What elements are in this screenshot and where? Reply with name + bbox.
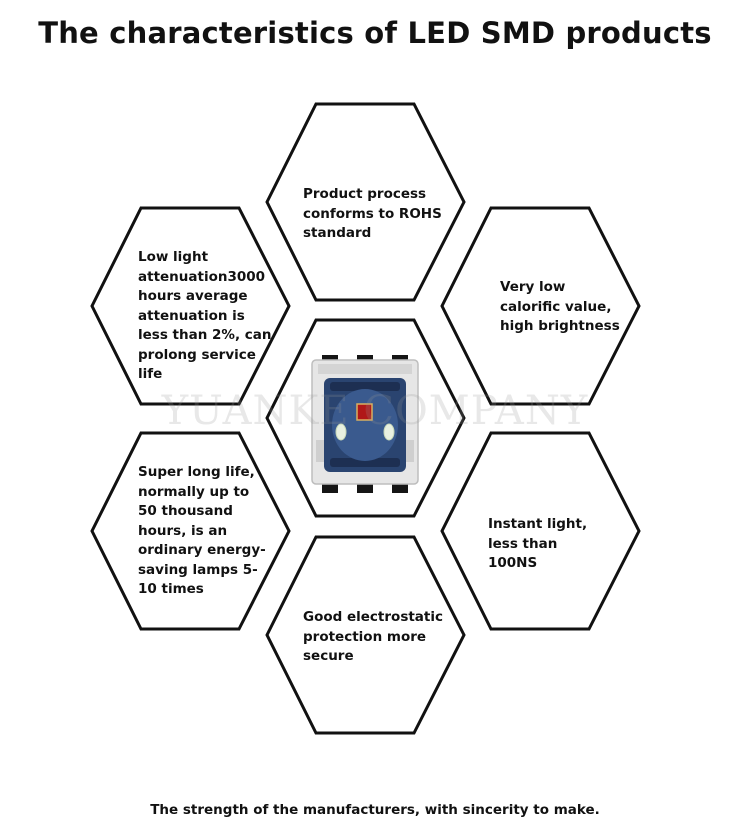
feature-upper-left-text: Low light attenuation3000 hours average …: [138, 249, 272, 382]
footer-slogan: The strength of the manufacturers, with …: [150, 802, 600, 818]
hex-lower-right: [440, 431, 641, 631]
hex-lower-left: [90, 431, 291, 631]
led-chip-image: [311, 355, 419, 493]
feature-upper-right-text: Very low calorific value, high brightnes…: [500, 279, 620, 334]
hex-top: [265, 102, 466, 302]
hex-bottom: [265, 535, 466, 735]
feature-lower-left-text: Super long life, normally up to 50 thous…: [138, 464, 266, 597]
feature-top-text: Product process conforms to ROHS standar…: [303, 186, 442, 241]
feature-bottom-text: Good electrostatic protection more secur…: [303, 609, 444, 664]
hex-upper-right: [440, 206, 641, 406]
page-title: The characteristics of LED SMD products: [38, 16, 712, 50]
hex-upper-left: [90, 206, 291, 406]
watermark-text: YUANKE COMPANY: [161, 388, 589, 434]
feature-lower-right-text: Instant light, less than 100NS: [488, 516, 588, 571]
